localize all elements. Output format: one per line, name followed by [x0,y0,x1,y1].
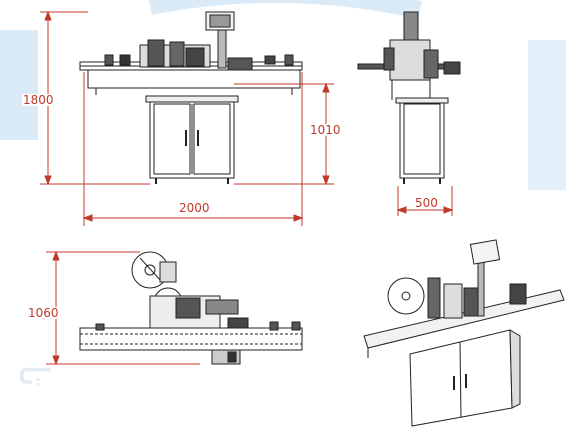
overall-length-label: 2000 [178,201,211,215]
depth-label: 1060 [27,306,60,320]
overall-height-label: 1800 [22,93,55,107]
isometric-view-drawing [363,239,565,427]
front-view-drawing [40,10,334,226]
overall-width-label: 500 [414,196,439,210]
table-height-label: 1010 [309,123,342,137]
side-view-drawing [357,11,461,216]
svg-text:تا: تا [10,364,56,387]
